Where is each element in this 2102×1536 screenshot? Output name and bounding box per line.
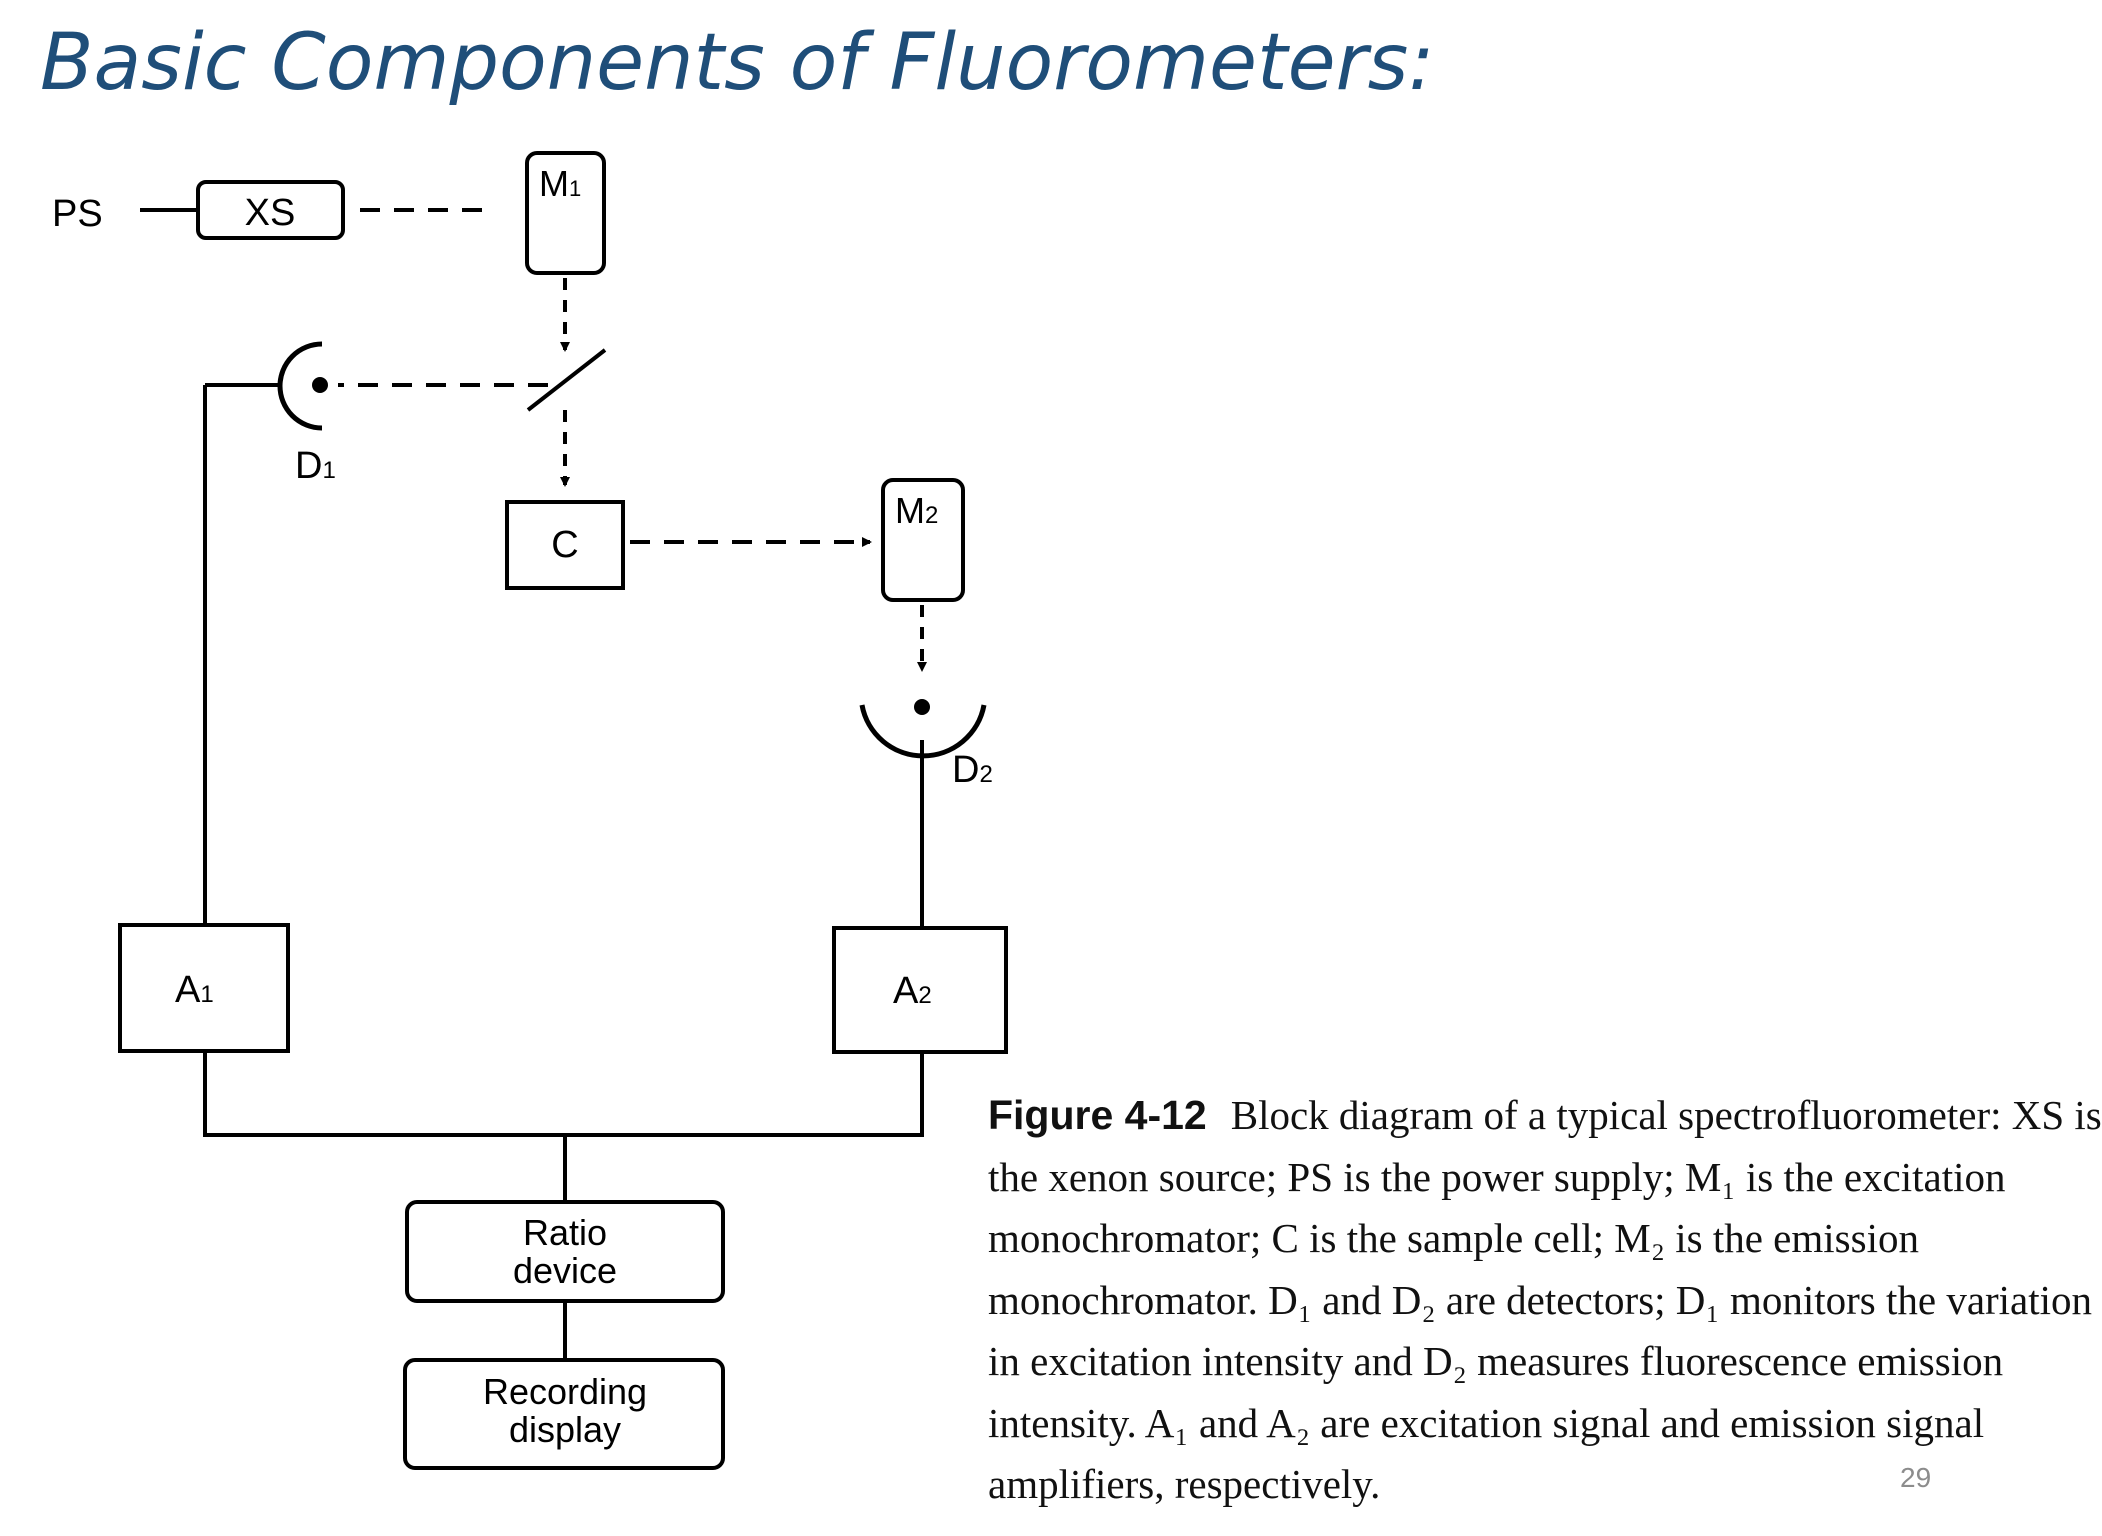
xs-label: XS [245, 192, 296, 234]
caption-line: monochromator. D₁ and D₂ are detectors; … [988, 1276, 2093, 1323]
m2-block [881, 478, 965, 602]
ratio-device-label-2: device [513, 1250, 617, 1291]
caption-line: intensity. A₁ and A₂ are excitation sign… [988, 1399, 1985, 1446]
caption-line: the xenon source; PS is the power supply… [988, 1153, 2006, 1200]
ps-label: PS [52, 193, 103, 235]
c-label: C [551, 524, 578, 566]
a1-label: A1 [175, 969, 214, 1011]
beam-splitter [526, 348, 607, 412]
m1-label: M1 [539, 163, 581, 204]
m2-label: M2 [895, 490, 938, 531]
ratio-device-label-1: Ratio [523, 1212, 607, 1253]
d1-label: D1 [295, 445, 336, 487]
fluorometer-block-diagram: PS XS M1 D1 C M2 D2 A1 A2 Ratio [52, 151, 1008, 1470]
recording-display-label-1: Recording [483, 1371, 647, 1412]
figure-label: Figure 4-12 [988, 1092, 1207, 1138]
recording-display-label-2: display [509, 1409, 621, 1450]
recording-display-block [403, 1358, 725, 1470]
d2-dot [914, 699, 930, 715]
d1-dot [312, 377, 328, 393]
a2-label: A2 [893, 970, 932, 1012]
caption-line: in excitation intensity and D₂ measures … [988, 1338, 2004, 1384]
d1-detector [277, 341, 323, 431]
slide-title: Basic Components of Fluorometers: [40, 18, 1435, 108]
d2-label: D2 [952, 749, 993, 791]
slide-number: 29 [1900, 1462, 1932, 1493]
amplifiers-ratio-wire [203, 1051, 924, 1137]
caption-line: monochromator; C is the sample cell; M₂ … [988, 1215, 1919, 1261]
c-block [505, 500, 625, 590]
caption-line: amplifiers, respectively. [988, 1461, 1381, 1507]
xs-block [196, 180, 345, 240]
m1-block [525, 151, 606, 275]
